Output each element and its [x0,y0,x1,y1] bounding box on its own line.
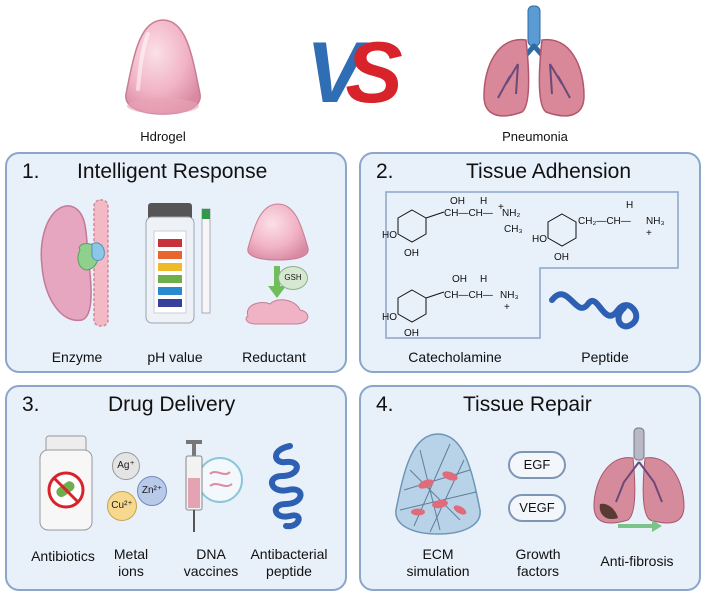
panel-3-title: Drug Delivery [108,393,236,416]
hydrogel-label: Hdrogel [140,129,186,144]
antibiotics-bottle-icon [39,435,93,531]
chem-ch3-1: CH₃ [504,224,523,235]
syringe-icon [185,440,243,532]
ph-value-label: pH value [147,349,203,365]
chem-ho-1: HO [382,230,397,241]
chem-oh-2: OH [554,252,569,263]
benzene-ring-3 [397,289,427,323]
chem-chch-3: CH—CH— [444,290,493,301]
ph-strip-bottle-icon [145,203,211,324]
panel-2-title: Tissue Adhension [466,160,631,183]
chem-oh-3: OH [452,274,467,285]
chem-plus-1: + [498,202,504,213]
panel-tissue-adhesion [359,152,701,373]
pneumonia-label: Pneumonia [502,129,568,144]
panel-1-title: Intelligent Response [77,160,268,183]
chem-ho-3: HO [382,312,397,323]
ion-zn: Zn²⁺ [137,476,167,506]
chem-chch-1: CH—CH— [444,208,493,219]
ion-cu: Cu²⁺ [107,491,137,521]
chem-plus-2: + [646,228,652,239]
lungs-repair-icon [593,427,685,532]
hydrogel-dome-icon [125,19,201,115]
chem-ch2ch-2: CH₂—CH— [578,216,631,227]
peptide-label: Peptide [581,349,629,365]
antibiotics-label: Antibiotics [31,548,95,564]
panel-4-title: Tissue Repair [463,393,592,416]
chem-plus-3: + [504,302,510,313]
ecm-scaffold-icon [395,433,481,535]
chem-ho-2: HO [532,234,547,245]
antibacterial-peptide-label: Antibacterial peptide [250,546,328,579]
antibacterial-peptide-icon [269,443,304,530]
chem-h-1: H [480,196,487,207]
peptide-chain-icon [549,291,640,330]
chem-oh-1: OH [450,196,465,207]
egf-pill: EGF [508,451,566,479]
panel-1-number: 1. [22,160,40,183]
reductant-hydrogel-icon [245,203,309,325]
ecm-simulation-label: ECM simulation [406,546,470,579]
enzyme-label: Enzyme [51,349,103,365]
enzyme-icon [40,199,109,327]
chemical-structures: OH H CH—CH— NH₂ + CH₃ HO OH CH₂—CH— H NH… [382,191,679,339]
chem-h-2: H [626,200,633,211]
anti-fibrosis-label: Anti-fibrosis [600,553,674,569]
growth-factors-label: Growth factors [515,546,561,579]
panel-2-number: 2. [376,160,394,183]
chem-h-3: H [480,274,487,285]
chem-nh3-3: NH₃ [500,290,519,301]
ion-ag: Ag⁺ [112,452,140,480]
panel-4-number: 4. [376,393,394,416]
gsh-badge: GSH [278,266,308,290]
benzene-ring-2 [547,213,577,247]
benzene-ring-1 [397,209,427,243]
reductant-label: Reductant [242,349,306,365]
chem-nh2-1: NH₂ [502,208,520,219]
panel-3-number: 3. [22,393,40,416]
lungs-icon [483,5,585,117]
chem-nh3-2: NH₃ [646,216,665,227]
vegf-pill: VEGF [508,494,566,522]
catecholamine-label: Catecholamine [408,349,502,365]
vs-text: VS [306,25,402,121]
chem-oh-3b: OH [404,328,419,339]
chem-oh-1b: OH [404,248,419,259]
dna-vaccines-label: DNA vaccines [183,546,239,579]
vs-logo: VS [302,25,414,121]
metal-ions-label: Metal ions [113,546,149,579]
